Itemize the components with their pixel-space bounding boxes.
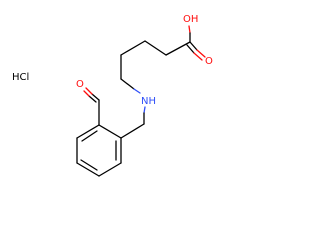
cho-double-bond-2b [83,90,90,97]
ring-bond-3 [76,162,100,177]
chain-bond-5a [120,78,135,90]
ring-inner-double-2 [80,159,98,171]
ring-bond-2 [98,162,122,177]
c-o-double-bond-2b [193,52,203,61]
c-oh-bond-o-part [188,25,191,34]
c-o-double-bond-1a [189,41,198,51]
ring-inner-double-3 [81,130,98,142]
chain-bond-3 [120,40,146,56]
cho-double-bond-1b [85,87,93,95]
c-o-double-bond-1b [196,49,206,58]
structure-diagram: HCl OH O NH [12,14,213,177]
chain-bond-2 [144,40,167,56]
carbonyl-oxygen-label: O [205,56,213,67]
c-o-double-bond-2a [186,44,195,54]
chain-bond-1 [165,41,191,56]
ch2-ring-bond [120,123,145,139]
hcl-label: HCl [12,72,29,83]
aldehyde-oxygen-label: O [76,79,84,90]
cho-double-bond-2a [88,95,97,103]
ring-bond-5 [76,124,100,139]
cho-double-bond-1a [91,93,100,101]
chain-bond-5b [133,88,141,94]
n-ch2-bond-n-part [143,106,146,114]
hydroxyl-label: OH [183,14,198,25]
molecule-canvas: HCl OH O NH [12,14,213,177]
amine-label: NH [141,96,156,107]
ring-bond-6 [98,124,122,139]
